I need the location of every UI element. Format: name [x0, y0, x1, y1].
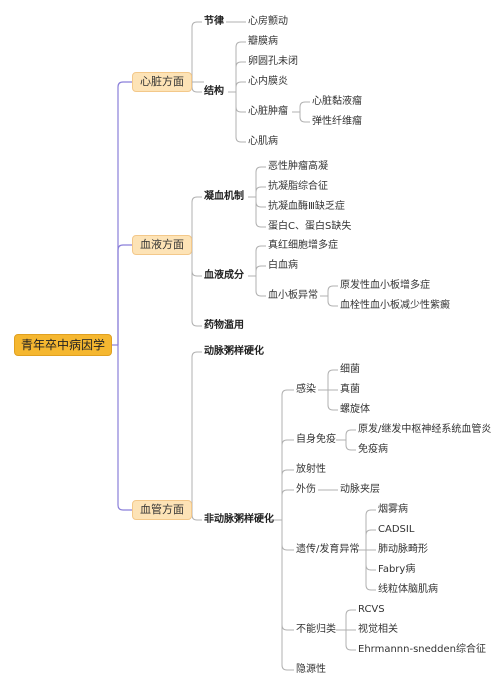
vessel-autoimmune: 自身免疫 [296, 434, 336, 445]
coag-item-3: 抗凝血酶Ⅲ缺乏症 [268, 201, 345, 212]
vessel-athero: 动脉粥样硬化 [204, 346, 264, 357]
trauma-item-1: 动脉夹层 [340, 484, 380, 495]
genetic-item-5: 线粒体脑肌病 [378, 584, 438, 595]
heart-structure: 结构 [204, 86, 224, 97]
category-blood: 血液方面 [132, 235, 192, 255]
unclassified-item-2: 视觉相关 [358, 624, 398, 635]
structure-item-2: 卵圆孔未闭 [248, 56, 298, 67]
platelet-item-2: 血栓性血小板减少性紫癜 [340, 300, 450, 311]
component-item-1: 真红细胞增多症 [268, 240, 338, 251]
structure-item-4: 心脏肿瘤 [248, 106, 288, 117]
infection-item-3: 螺旋体 [340, 404, 370, 415]
coag-item-1: 恶性肿瘤高凝 [268, 161, 328, 172]
root-node: 青年卒中病因学 [14, 334, 113, 356]
coag-item-4: 蛋白C、蛋白S缺失 [268, 221, 352, 232]
autoimmune-item-1: 原发/继发中枢神经系统血管炎 [358, 424, 492, 435]
category-vessel: 血管方面 [132, 500, 192, 520]
tumor-item-1: 心脏黏液瘤 [312, 96, 362, 107]
vessel-cryptogenic: 隐源性 [296, 664, 326, 675]
coag-item-2: 抗凝脂综合征 [268, 181, 328, 192]
infection-item-1: 细菌 [340, 364, 360, 375]
heart-rhythm-item: 心房颤动 [248, 16, 288, 27]
heart-rhythm: 节律 [204, 16, 224, 27]
autoimmune-item-2: 免疫病 [358, 444, 388, 455]
component-item-2: 白血病 [268, 260, 298, 271]
genetic-item-3: 肺动脉畸形 [378, 544, 428, 555]
genetic-item-2: CADSIL [378, 524, 415, 535]
unclassified-item-3: Ehrmannn-snedden综合征 [358, 644, 486, 655]
category-heart: 心脏方面 [132, 72, 192, 92]
genetic-item-1: 烟雾病 [378, 504, 408, 515]
vessel-non-athero: 非动脉粥样硬化 [204, 514, 274, 525]
vessel-unclassified: 不能归类 [296, 624, 336, 635]
vessel-genetic: 遗传/发育异常 [296, 544, 360, 555]
platelet-item-1: 原发性血小板增多症 [340, 280, 430, 291]
structure-item-5: 心肌病 [248, 136, 278, 147]
component-item-3: 血小板异常 [268, 290, 318, 301]
unclassified-item-1: RCVS [358, 604, 385, 615]
structure-item-1: 瓣膜病 [248, 36, 278, 47]
blood-coag: 凝血机制 [204, 191, 244, 202]
vessel-radiation: 放射性 [296, 464, 326, 475]
blood-drug: 药物滥用 [204, 320, 244, 331]
tumor-item-2: 弹性纤维瘤 [312, 116, 362, 127]
infection-item-2: 真菌 [340, 384, 360, 395]
genetic-item-4: Fabry病 [378, 564, 416, 575]
structure-item-3: 心内膜炎 [248, 76, 288, 87]
vessel-trauma: 外伤 [296, 484, 316, 495]
vessel-infection: 感染 [296, 384, 316, 395]
blood-component: 血液成分 [204, 270, 244, 281]
